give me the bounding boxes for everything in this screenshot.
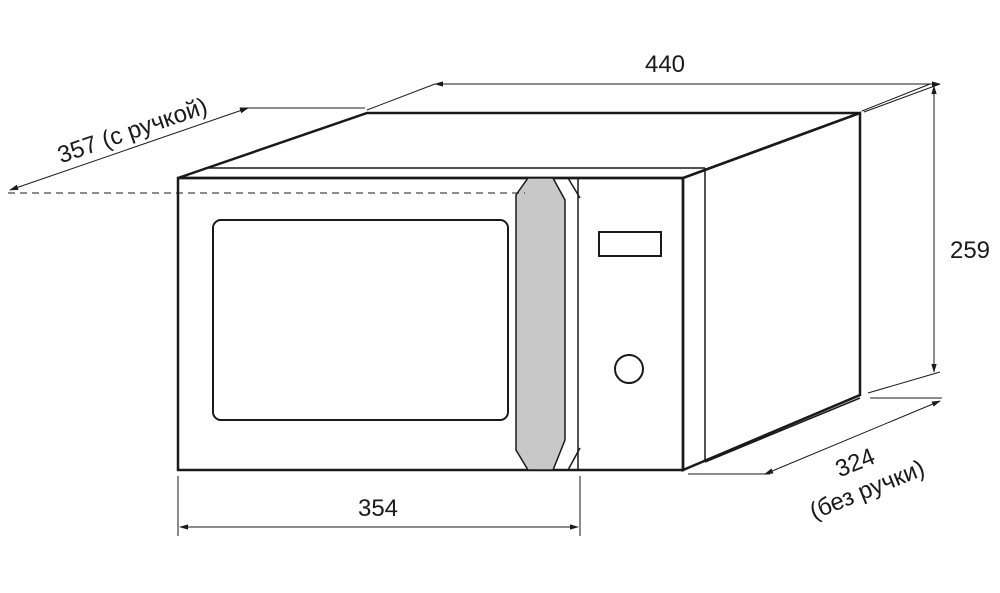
- display-screen: [598, 231, 662, 257]
- dim-height-label: 259: [950, 237, 990, 264]
- dim-width-label: 440: [645, 51, 685, 78]
- right-side-face: [681, 111, 862, 472]
- dim-height-259: 259: [863, 83, 990, 394]
- door-window: [212, 219, 509, 421]
- dim-front-width-354: 354: [177, 476, 581, 536]
- dim-depth-with-handle-label: 357 (с ручкой): [54, 93, 211, 169]
- side-inner-bottom: [704, 397, 861, 463]
- control-panel: [577, 178, 662, 470]
- dim-front-width-label: 354: [358, 495, 398, 522]
- door-handle: [515, 177, 566, 471]
- front-face: [176, 176, 685, 472]
- control-knob-icon: [614, 354, 644, 384]
- dim-width-440: 440: [366, 51, 941, 112]
